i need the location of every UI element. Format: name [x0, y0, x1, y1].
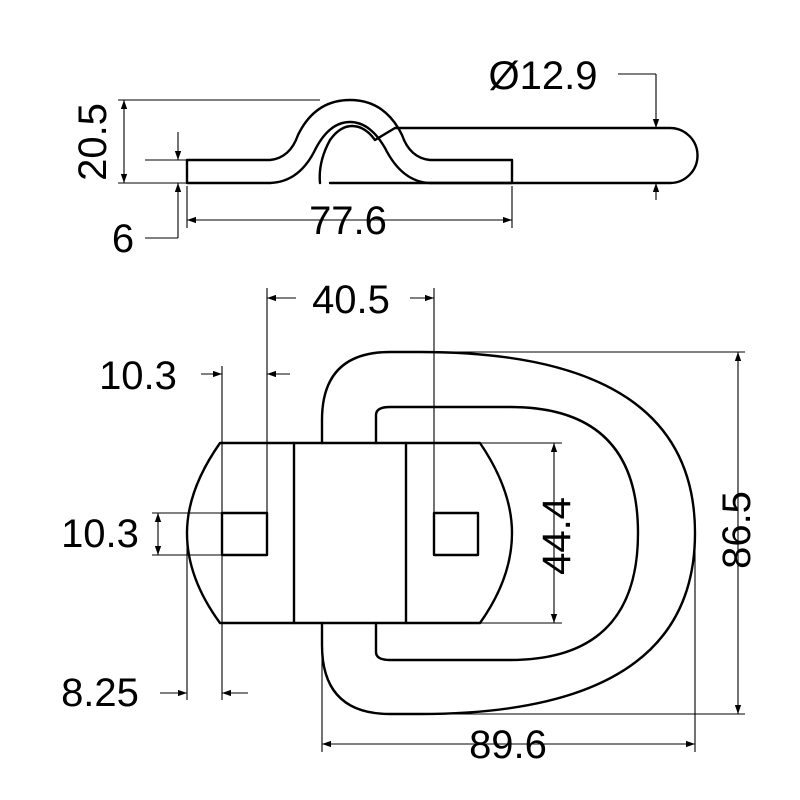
side-view-ring-bar: [318, 124, 699, 185]
dim-plate-length: 77.6: [309, 199, 387, 243]
dim-hole-width-vertical: 10.3: [61, 512, 139, 556]
side-view: [185, 98, 699, 185]
dim-diameter: Ø12.9: [489, 54, 598, 98]
dim-ring-height: 86.5: [715, 491, 759, 569]
base-plate: [185, 441, 514, 625]
mounting-hole-left: [220, 511, 269, 557]
d-ring-inner: [374, 405, 640, 662]
front-view: [185, 350, 697, 716]
dim-height-total: 20.5: [71, 103, 115, 181]
dim-hole-width-horizontal: 10.3: [99, 354, 177, 398]
dim-overall-width: 89.6: [469, 723, 547, 767]
front-view-dimensions: 40.5 10.3 10.3 8.25 44.4 86.5 89.6: [61, 278, 759, 767]
dim-hole-edge-offset: 8.25: [61, 671, 139, 715]
side-view-plate-outline: [185, 98, 514, 185]
dim-hole-spacing: 40.5: [312, 278, 390, 322]
side-view-dimensions: 20.5 6 77.6 Ø12.9: [71, 54, 660, 261]
dim-inner-height: 44.4: [535, 497, 579, 575]
mounting-hole-right: [432, 511, 480, 557]
dim-plate-thickness: 6: [112, 217, 134, 261]
